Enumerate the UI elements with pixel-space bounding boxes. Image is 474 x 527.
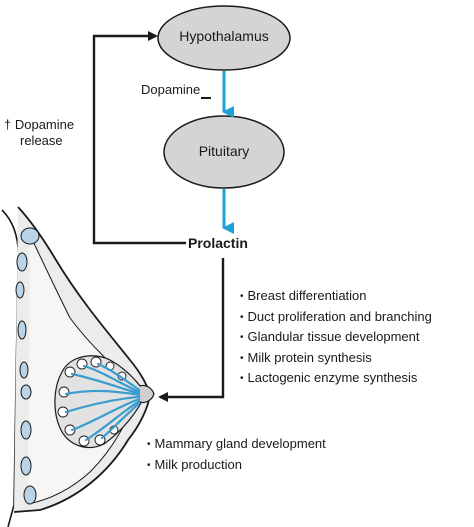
prolactin-label: Prolactin — [188, 235, 248, 251]
breast-illustration — [1, 206, 155, 527]
list-item: Milk production — [147, 455, 326, 476]
prolactin-effects-list: Breast differentiation Duct proliferatio… — [240, 286, 432, 389]
feedback-label-line2: release — [20, 133, 63, 148]
list-item: Lactogenic enzyme synthesis — [240, 368, 432, 389]
prolactin-to-breast-arrow — [158, 258, 225, 402]
gland-effects-list: Mammary gland development Milk productio… — [147, 434, 326, 475]
hypothalamus-label: Hypothalamus — [179, 28, 269, 44]
dopamine-label: Dopamine — [141, 82, 201, 97]
list-item: Glandular tissue development — [240, 327, 432, 348]
feedback-label-line1: † Dopamine — [4, 117, 75, 132]
pectoral-lobules — [15, 227, 40, 505]
feedback-loop-arrow — [92, 31, 186, 245]
list-item: Breast differentiation — [240, 286, 432, 307]
list-item: Duct proliferation and branching — [240, 307, 432, 328]
nipple — [139, 384, 155, 404]
list-item: Mammary gland development — [147, 434, 326, 455]
hypothalamus-node-shape — [157, 5, 291, 71]
pituitary-label: Pituitary — [198, 143, 250, 159]
list-item: Milk protein synthesis — [240, 348, 432, 369]
